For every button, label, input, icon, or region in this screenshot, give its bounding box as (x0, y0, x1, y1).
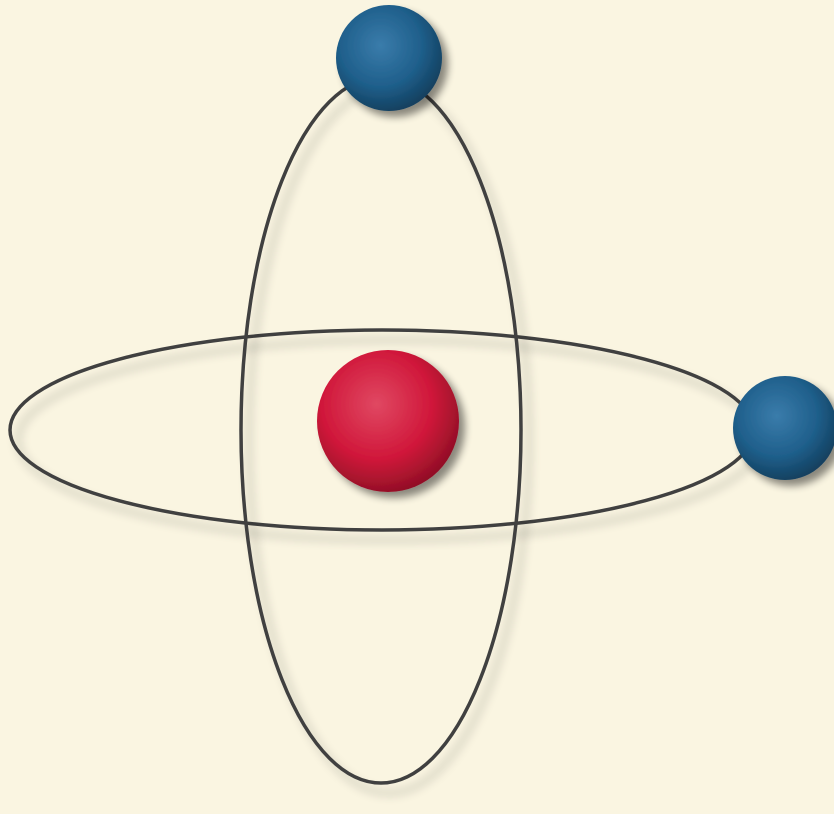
electron-top (336, 5, 442, 111)
electron-right (733, 376, 834, 480)
nucleus (317, 350, 459, 492)
